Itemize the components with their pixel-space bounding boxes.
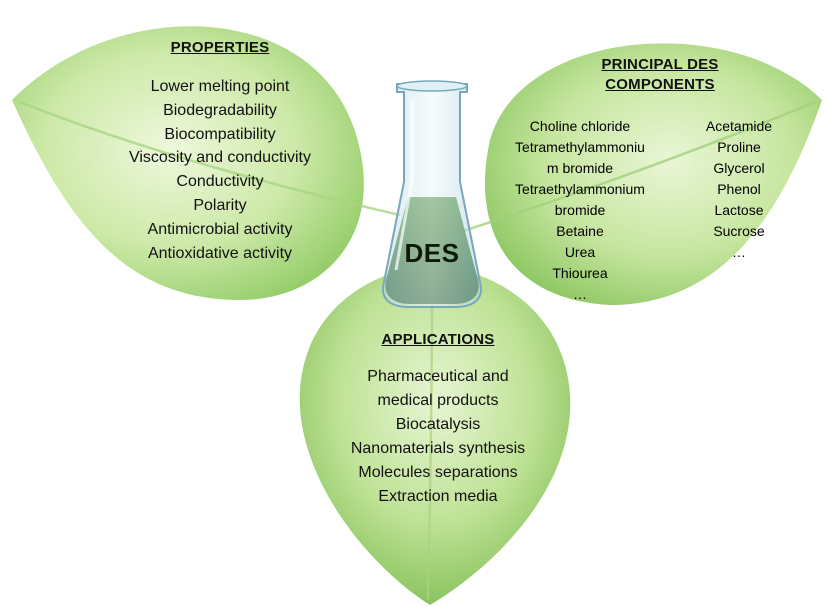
component-item: Urea [564, 244, 596, 260]
component-item: bromide [554, 202, 606, 218]
component-item: Glycerol [713, 160, 765, 176]
applications-leaf-midrib [426, 299, 434, 601]
flask-rim [396, 80, 468, 92]
property-item: Biocompatibility [164, 125, 276, 143]
application-item: medical products [377, 392, 499, 409]
property-item: Biodegradability [163, 101, 277, 119]
component-item: Proline [717, 139, 761, 155]
component-item: Tetraethylammonium [515, 181, 645, 197]
application-item: Pharmaceutical and [367, 368, 509, 385]
component-item: Lactose [714, 202, 764, 218]
application-item: Molecules separations [358, 464, 518, 481]
properties-leaf [12, 26, 364, 300]
property-item: Polarity [193, 196, 247, 214]
components-column-2: Acetamide Proline Glycerol Phenol Lactos… [680, 116, 798, 263]
component-item: … [573, 286, 587, 302]
property-item: Viscosity and conductivity [128, 149, 311, 167]
property-item: Lower melting point [150, 78, 290, 95]
component-item: Phenol [717, 181, 761, 197]
applications-leaf [299, 265, 571, 605]
component-item: Tetramethylammoniu [515, 139, 645, 155]
flask-label: DES [404, 238, 460, 268]
component-item: Thiourea [552, 265, 608, 281]
applications-list: Pharmaceutical and medical products Bioc… [328, 365, 548, 509]
properties-leaf-midrib [19, 100, 401, 217]
property-item: Antioxidative activity [147, 244, 293, 262]
components-leaf [485, 43, 822, 306]
properties-heading: PROPERTIES [170, 39, 270, 56]
flask [381, 80, 483, 308]
component-item: … [732, 244, 746, 260]
components-heading-line1: PRINCIPAL DES [601, 56, 719, 73]
property-item: Conductivity [176, 173, 264, 191]
properties-list: Lower melting point Biodegradability Bio… [110, 75, 330, 265]
flask-glass [381, 83, 483, 308]
components-section: PRINCIPAL DES COMPONENTS [585, 55, 735, 94]
application-item: Nanomaterials synthesis [350, 440, 526, 457]
properties-section: PROPERTIES Lower melting point Biodegrad… [110, 38, 330, 265]
applications-heading: APPLICATIONS [381, 331, 495, 348]
component-item: Sucrose [713, 223, 765, 239]
component-item: Betaine [556, 223, 604, 239]
application-item: Biocatalysis [395, 416, 481, 433]
components-heading-line2: COMPONENTS [605, 75, 715, 93]
component-item: m bromide [546, 160, 614, 176]
components-column-1: Choline chloride Tetramethylammoniu m br… [480, 116, 680, 305]
applications-section: APPLICATIONS Pharmaceutical and medical … [328, 330, 548, 509]
component-item: Acetamide [705, 118, 773, 134]
application-item: Extraction media [378, 488, 498, 505]
property-item: Antimicrobial activity [147, 220, 293, 238]
components-leaf-midrib [459, 100, 816, 234]
component-item: Choline chloride [529, 118, 631, 134]
flask-highlight [394, 100, 414, 271]
